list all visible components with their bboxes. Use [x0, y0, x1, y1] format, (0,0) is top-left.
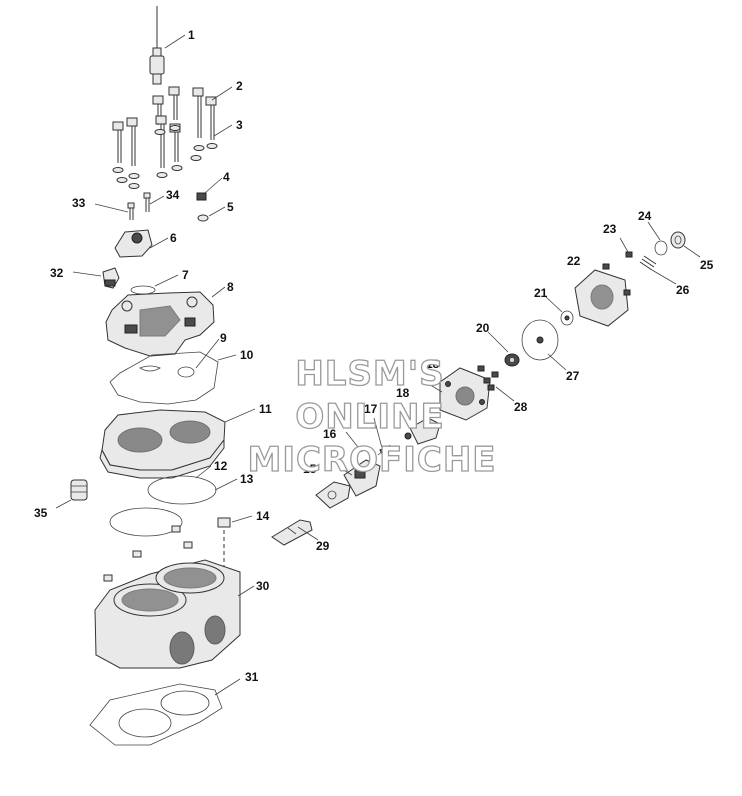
- callout-18-lower: 18: [396, 386, 410, 400]
- callout-7: 7: [182, 268, 189, 282]
- part-6-thermostat-housing[interactable]: [114, 229, 153, 258]
- part-31-base-gasket[interactable]: [89, 683, 223, 746]
- callout-12: 12: [214, 459, 228, 473]
- part-7-o-ring[interactable]: [130, 285, 156, 295]
- part-23-screws[interactable]: [602, 251, 633, 296]
- part-29-fitting[interactable]: [271, 519, 313, 546]
- watermark-line-1: HLSM'S: [295, 354, 444, 394]
- callout-25: 25: [700, 258, 714, 272]
- callout-18-upper: 18: [426, 357, 440, 371]
- callout-8: 8: [227, 280, 234, 294]
- callout-4: 4: [223, 170, 230, 184]
- callout-13: 13: [240, 472, 254, 486]
- callout-9: 9: [220, 331, 227, 345]
- callout-6: 6: [170, 231, 177, 245]
- watermark-line-3: MICROFICHE: [247, 440, 496, 480]
- part-15-gasket[interactable]: [315, 481, 351, 509]
- callout-20: 20: [476, 321, 490, 335]
- part-11-cylinder-head[interactable]: [99, 409, 226, 479]
- part-19-flange[interactable]: [439, 367, 491, 421]
- callout-14: 14: [256, 509, 270, 523]
- callout-11: 11: [259, 402, 272, 416]
- part-20-impeller[interactable]: [504, 353, 520, 367]
- part-27-gasket[interactable]: [521, 319, 559, 361]
- part-33-stud[interactable]: [127, 202, 135, 220]
- callout-32: 32: [50, 266, 64, 280]
- callout-34: 34: [166, 188, 180, 202]
- part-28-screws[interactable]: [477, 365, 499, 391]
- part-25-cap[interactable]: [670, 231, 686, 249]
- callout-16: 16: [323, 427, 337, 441]
- part-1-spark-plug[interactable]: [149, 6, 165, 85]
- callout-17: 17: [364, 402, 378, 416]
- callout-33: 33: [72, 196, 86, 210]
- part-26-spring[interactable]: [639, 255, 657, 271]
- part-16-valve-housing[interactable]: [343, 459, 381, 497]
- leader-lines: [55, 34, 701, 696]
- callout-21: 21: [534, 286, 548, 300]
- callout-31: 31: [245, 670, 259, 684]
- callout-3: 3: [236, 118, 243, 132]
- part-4-nut[interactable]: [196, 192, 207, 201]
- callout-27: 27: [566, 369, 580, 383]
- part-22-pump-housing[interactable]: [574, 269, 629, 327]
- callout-28: 28: [514, 400, 528, 414]
- part-9-head-gasket-small[interactable]: [177, 366, 195, 378]
- part-30-cylinder-block[interactable]: [94, 525, 241, 669]
- part-13-o-ring[interactable]: [109, 507, 183, 537]
- part-3-washers[interactable]: [112, 125, 218, 189]
- part-2-head-bolts[interactable]: [112, 86, 217, 168]
- part-10-head-gasket[interactable]: [109, 351, 219, 405]
- callout-30: 30: [256, 579, 270, 593]
- callout-1: 1: [188, 28, 195, 42]
- part-35-fitting[interactable]: [70, 479, 88, 501]
- callout-10: 10: [240, 348, 254, 362]
- callout-23: 23: [603, 222, 617, 236]
- part-18-plate[interactable]: [404, 417, 441, 445]
- watermark-line-2: ONLINE: [295, 397, 444, 437]
- callout-15: 15: [303, 462, 317, 476]
- callout-22: 22: [567, 254, 581, 268]
- watermark: HLSM'S ONLINE MICROFICHE: [247, 353, 496, 480]
- callout-26: 26: [676, 283, 690, 297]
- callout-numbers: 1 2 3 4 5 6 7 8 9 10 11 12 13 14 15 16 1…: [34, 28, 714, 684]
- part-24-o-ring[interactable]: [654, 240, 668, 256]
- callout-2: 2: [236, 79, 243, 93]
- part-12-o-ring[interactable]: [147, 475, 217, 505]
- part-34-stud[interactable]: [143, 192, 151, 212]
- callout-5: 5: [227, 200, 234, 214]
- part-21-seal[interactable]: [560, 310, 574, 326]
- part-17-spring[interactable]: [377, 444, 391, 456]
- part-8-head-cover[interactable]: [105, 291, 215, 357]
- callout-24: 24: [638, 209, 652, 223]
- callout-29: 29: [316, 539, 330, 553]
- part-32-thermostat[interactable]: [102, 267, 120, 289]
- callout-35: 35: [34, 506, 48, 520]
- part-5-washer[interactable]: [197, 214, 209, 222]
